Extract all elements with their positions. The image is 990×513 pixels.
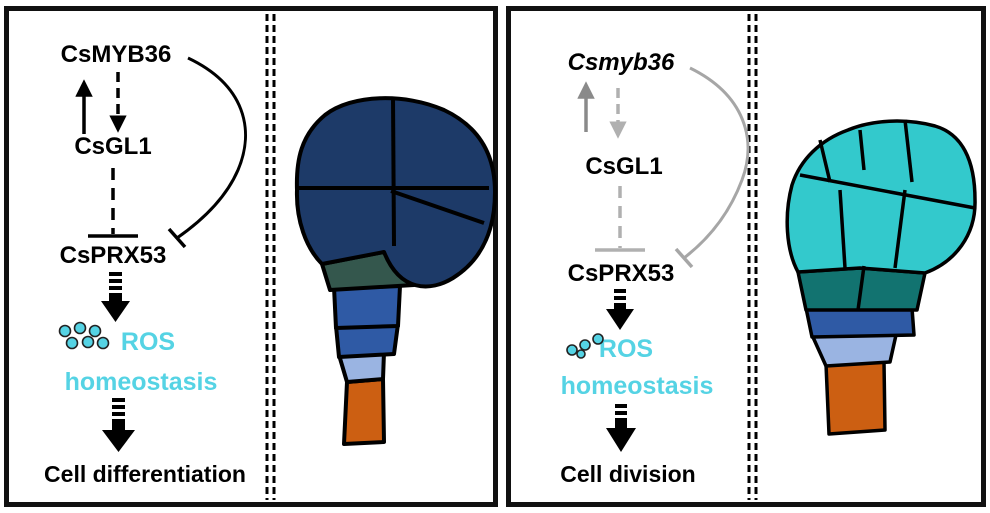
cell-differentiation-label: Cell differentiation (44, 461, 246, 487)
wild-type-embryo (294, 96, 497, 446)
ros-dots (58, 321, 110, 350)
differentiation-arrow (102, 398, 135, 452)
gene-csprx53-label: CsPRX53 (60, 242, 167, 269)
left-panel-divider (265, 14, 276, 500)
csmyb36-inhibition-curve (167, 56, 247, 249)
gene-csprx53-label-right: CsPRX53 (568, 260, 675, 287)
csgl1-inhibition-bar-faded (595, 186, 645, 252)
gene-csgl1-label: CsGL1 (74, 133, 151, 160)
ros-arrow (101, 272, 130, 322)
mutant-embryo (785, 119, 977, 436)
cell-division-label: Cell division (560, 461, 695, 487)
division-arrow (606, 404, 636, 452)
homeostasis-label: homeostasis (65, 368, 218, 396)
ros-label-right: ROS (599, 335, 653, 363)
ros-label: ROS (121, 328, 175, 356)
gene-csmyb36-mutant-label: Csmyb36 (568, 49, 675, 76)
csmyb36-inhibition-curve-faded (674, 66, 750, 269)
gene-csgl1-label-right: CsGL1 (585, 153, 662, 180)
homeostasis-label-right: homeostasis (561, 372, 714, 400)
right-panel-divider (747, 14, 758, 500)
ros-dots-right (566, 333, 604, 359)
ros-arrow-right (606, 289, 634, 330)
csgl1-inhibition-bar (88, 168, 138, 238)
gene-csmyb36-label: CsMYB36 (61, 41, 172, 68)
